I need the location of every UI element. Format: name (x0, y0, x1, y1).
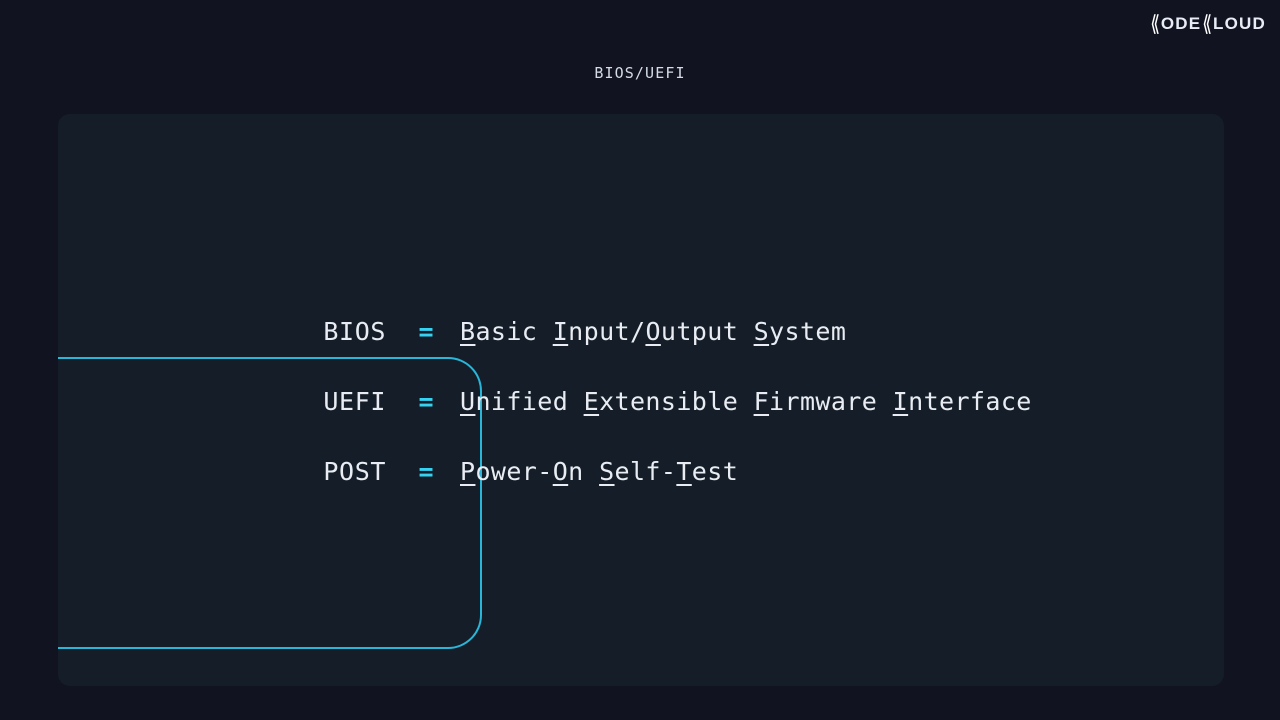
acronym-list: BIOS = Basic Input/Output System UEFI = … (0, 296, 1280, 506)
logo-k2-bracket-icon: ⟪ (1202, 11, 1213, 36)
page-title: BIOS/UEFI (594, 64, 686, 82)
acronym-label-post: POST (323, 456, 386, 486)
acronym-label-uefi: UEFI (323, 386, 386, 416)
equals-sign-uefi: = (418, 386, 434, 416)
list-item: UEFI = Unified Extensible Firmware Inter… (0, 366, 1280, 436)
list-item: POST = Power-On Self-Test (0, 436, 1280, 506)
equals-sign-bios: = (418, 316, 434, 346)
logo-k-bracket-icon: ⟪ (1150, 11, 1161, 36)
acronym-label-bios: BIOS (323, 316, 386, 346)
list-item: BIOS = Basic Input/Output System (0, 296, 1280, 366)
content-panel (58, 114, 1224, 686)
kodekloud-logo: ⟪ODE⟪LOUD (1149, 11, 1266, 37)
acronym-expansion-post: Power-On Self-Test (460, 456, 739, 486)
logo-text-ode: ODE (1160, 14, 1202, 33)
acronym-expansion-uefi: Unified Extensible Firmware Interface (460, 386, 1032, 416)
equals-sign-post: = (418, 456, 434, 486)
logo-text-loud: LOUD (1213, 14, 1266, 33)
acronym-expansion-bios: Basic Input/Output System (460, 316, 847, 346)
